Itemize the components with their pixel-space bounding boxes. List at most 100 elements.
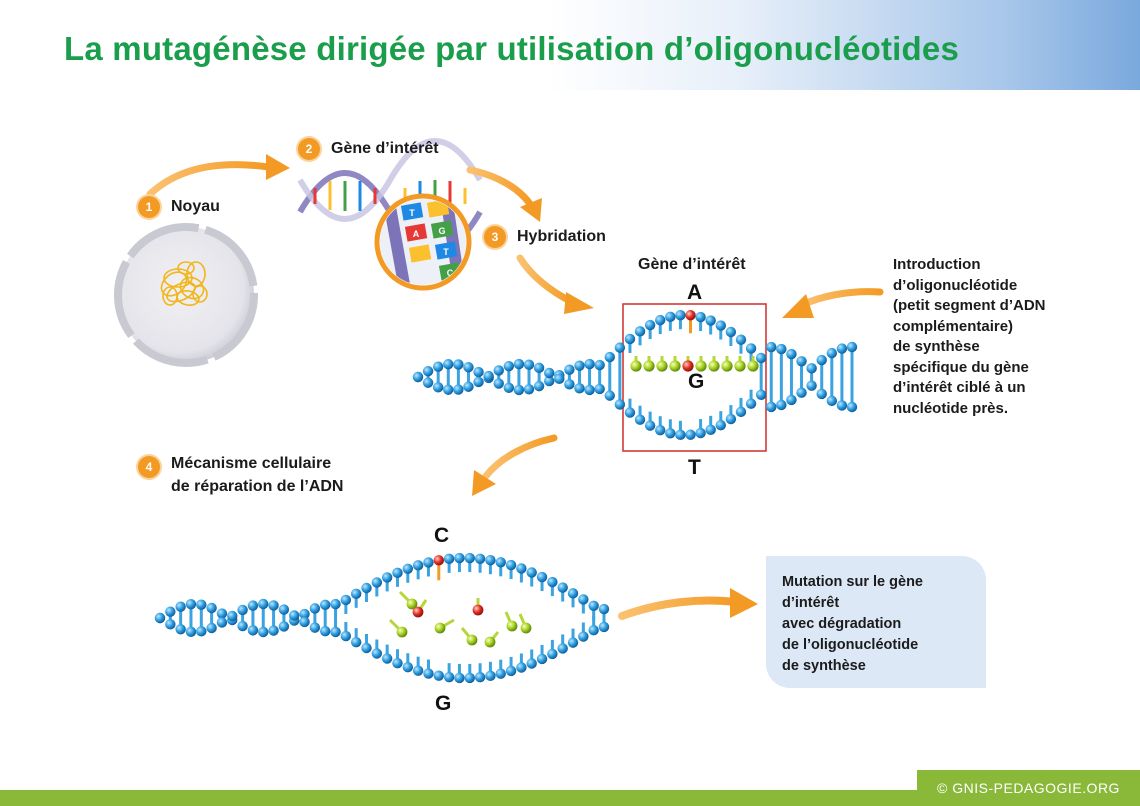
nucleotide-ball (564, 364, 575, 375)
introduction-line: (petit segment d’ADN (893, 297, 1046, 314)
nucleotide-ball (816, 354, 827, 366)
result-line: Mutation sur le gène (782, 574, 923, 590)
dna-letter: T (409, 208, 415, 218)
nucleotide-ball (237, 604, 248, 616)
nucleotide-ball (247, 600, 259, 611)
footer-bar (0, 790, 1140, 806)
nucleotide-ball (340, 630, 352, 642)
nucleotide-ball (206, 622, 217, 634)
nucleotide-ball (278, 604, 290, 615)
nucleotide-ball (454, 672, 465, 684)
arrow-head-icon (520, 198, 542, 222)
arrow-to-repair (482, 434, 558, 480)
introduction-text: Introduction d’oligonucléotide (petit se… (893, 255, 1093, 419)
nucleotide-ball (513, 358, 525, 370)
nucleotide-ball (766, 401, 777, 413)
arrow-step3-to-helix (516, 254, 576, 306)
nucleotide-ball (826, 395, 838, 407)
oligo-nucleotide-ball (682, 360, 694, 372)
introduction-line: de synthèse (893, 338, 980, 355)
nucleotide-ball (786, 394, 797, 406)
nucleotide-ball (594, 359, 605, 371)
nucleotide-ball (588, 625, 599, 636)
step-label-line: Mécanisme cellulaire (171, 455, 332, 472)
nucleotide-ball (493, 365, 504, 376)
dna-letter: C (447, 268, 454, 278)
chromatin (160, 261, 208, 306)
nucleotide-ball (464, 552, 475, 564)
fragment-nucleotide (434, 622, 446, 634)
arrow-head-icon (472, 470, 496, 496)
nucleotide-ball (578, 631, 589, 642)
nucleotide-ball (705, 315, 716, 326)
introduction-line: d’intérêt ciblé à un (893, 379, 1026, 396)
page-title: La mutagénèse dirigée par utilisation d’… (64, 30, 960, 67)
nucleotide-ball (598, 621, 610, 633)
result-line: de synthèse (782, 658, 866, 674)
base-letter-bottom: T (688, 456, 701, 479)
nucleotide-ball (463, 381, 474, 392)
nucleotide-ball (685, 429, 696, 440)
nucleotide-ball (655, 425, 666, 436)
copyright-link[interactable]: © GNIS-PEDAGOGIE.ORG (917, 770, 1140, 806)
nucleotide-ball (185, 626, 197, 638)
nucleotide-ball (695, 427, 706, 439)
nucleotide-ball (454, 552, 465, 564)
nucleotide-ball (473, 366, 484, 378)
nucleotide-ball (493, 378, 504, 389)
nucleotide-ball (574, 360, 585, 371)
oligo-nucleotide-ball (721, 360, 733, 372)
nucleotide-ball (320, 599, 331, 611)
nucleotide-ball (412, 665, 424, 676)
nucleotide-ball (776, 399, 787, 411)
oligonucleotide-strand (630, 356, 759, 372)
nucleotide-ball (557, 643, 568, 654)
nucleotide-ball (826, 347, 838, 359)
magnifier-detail: T A G T C (374, 193, 472, 291)
fragment-nucleotide (520, 622, 532, 634)
nucleotide-ball (655, 314, 666, 326)
nucleotide-ball (505, 665, 517, 677)
nucleotide-ball (503, 382, 515, 394)
nucleotide-ball (755, 352, 767, 364)
nucleotide-ball (453, 359, 464, 370)
nucleotide-ball (644, 420, 656, 431)
nucleotide-ball (381, 653, 393, 664)
nucleotide-ball (495, 668, 506, 679)
nucleotide-ball (330, 598, 341, 610)
oligo-nucleotide-ball (734, 360, 746, 372)
step-label: Hybridation (517, 228, 606, 245)
base-letter-repair-top: C (434, 524, 450, 547)
step-label-line: de réparation de l’ADN (171, 478, 344, 495)
nucleotide-ball (278, 621, 290, 632)
nucleotide-ball (557, 582, 568, 593)
nucleotide-ball (247, 625, 259, 636)
nucleotide-ball (695, 311, 706, 323)
dna-letter: A (413, 229, 420, 239)
result-line: d’intérêt (782, 595, 840, 611)
nucleotide-ball (258, 626, 269, 638)
nucleotide-ball (735, 334, 747, 345)
nucleotide-ball (474, 553, 486, 564)
nucleotide-ball (665, 428, 676, 439)
nucleotide-ball (299, 608, 310, 620)
arrow-to-result (618, 596, 740, 620)
step-1: 1 Noyau (138, 196, 220, 218)
nucleotide-ball (836, 400, 848, 411)
step-number-badge: 1 (138, 196, 160, 218)
nucleotide-ball (412, 371, 424, 383)
arrow-head-icon (564, 292, 594, 314)
nucleus (114, 223, 258, 367)
fragment-nucleotide (406, 598, 418, 610)
nucleotide-ball (433, 670, 444, 681)
nucleotide-ball (453, 384, 464, 395)
step-2: 2 Gène d’intérêt (298, 138, 439, 160)
fragment-nucleotide (466, 634, 478, 646)
nucleotide-ball (604, 390, 615, 401)
result-line: de l’oligonucléotide (782, 637, 919, 653)
nucleotide-ball (432, 382, 444, 393)
nucleotide-ball (196, 599, 207, 610)
nucleotide-ball (547, 576, 558, 588)
nucleotide-ball (516, 662, 527, 673)
nucleotide-ball (564, 379, 575, 390)
